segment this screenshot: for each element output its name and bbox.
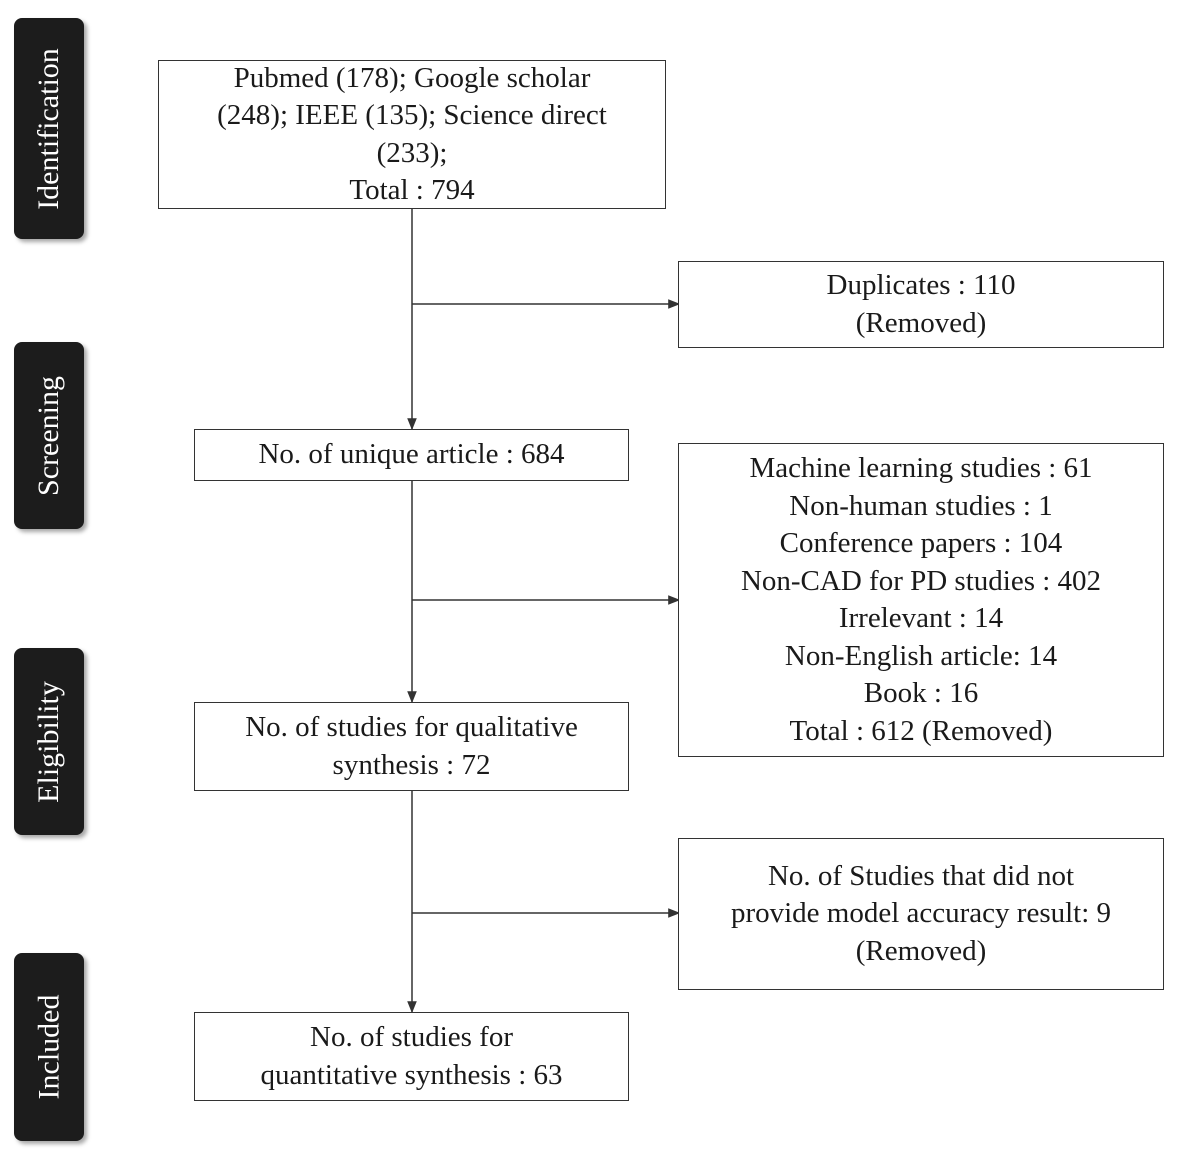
stage-eligibility-label: Eligibility [32, 680, 66, 803]
unique-articles-line: No. of unique article : 684 [258, 438, 565, 471]
quantitative-synthesis-box: No. of studies for quantitative synthesi… [194, 1012, 629, 1101]
qualitative-line: synthesis : 72 [332, 748, 491, 781]
exclusion-line: Total : 612 (Removed) [789, 714, 1053, 747]
no-accuracy-removed-box: No. of Studies that did not provide mode… [678, 838, 1164, 990]
unique-articles-box: No. of unique article : 684 [194, 429, 629, 481]
identification-line: (233); [376, 136, 448, 169]
identification-line: Pubmed (178); Google scholar [233, 61, 591, 94]
quantitative-line: quantitative synthesis : 63 [260, 1058, 563, 1091]
stage-eligibility: Eligibility [14, 648, 84, 835]
exclusions-box: Machine learning studies : 61 Non-human … [678, 443, 1164, 757]
identification-line: Total : 794 [349, 174, 475, 206]
exclusion-line: Book : 16 [863, 677, 979, 709]
stage-screening: Screening [14, 342, 84, 529]
exclusion-line: Conference papers : 104 [779, 527, 1063, 559]
exclusion-line: Non-English article: 14 [784, 639, 1058, 672]
duplicates-line: Duplicates : 110 [826, 269, 1016, 301]
duplicates-line: (Removed) [855, 306, 987, 339]
exclusion-line: Non-CAD for PD studies : 402 [740, 564, 1102, 597]
quantitative-line: No. of studies for [310, 1021, 513, 1053]
identification-records-box: Pubmed (178); Google scholar (248); IEEE… [158, 60, 666, 209]
identification-line: (248); IEEE (135); Science direct [217, 99, 607, 131]
stage-screening-label: Screening [32, 375, 65, 496]
no-accuracy-line: No. of Studies that did not [767, 859, 1075, 892]
stage-identification-label: Identification [32, 47, 66, 210]
qualitative-synthesis-box: No. of studies for qualitative synthesis… [194, 702, 629, 791]
stage-included-label: Included [32, 994, 65, 1100]
duplicates-removed-box: Duplicates : 110 (Removed) [678, 261, 1164, 348]
stage-included: Included [14, 953, 84, 1141]
qualitative-line: No. of studies for qualitative [245, 711, 578, 743]
exclusion-line: Non-human studies : 1 [789, 489, 1053, 522]
exclusion-line: Irrelevant : 14 [838, 602, 1004, 634]
stage-identification: Identification [14, 18, 84, 239]
no-accuracy-line: (Removed) [855, 934, 987, 967]
exclusion-line: Machine learning studies : 61 [749, 452, 1093, 484]
no-accuracy-line: provide model accuracy result: 9 [730, 897, 1112, 930]
